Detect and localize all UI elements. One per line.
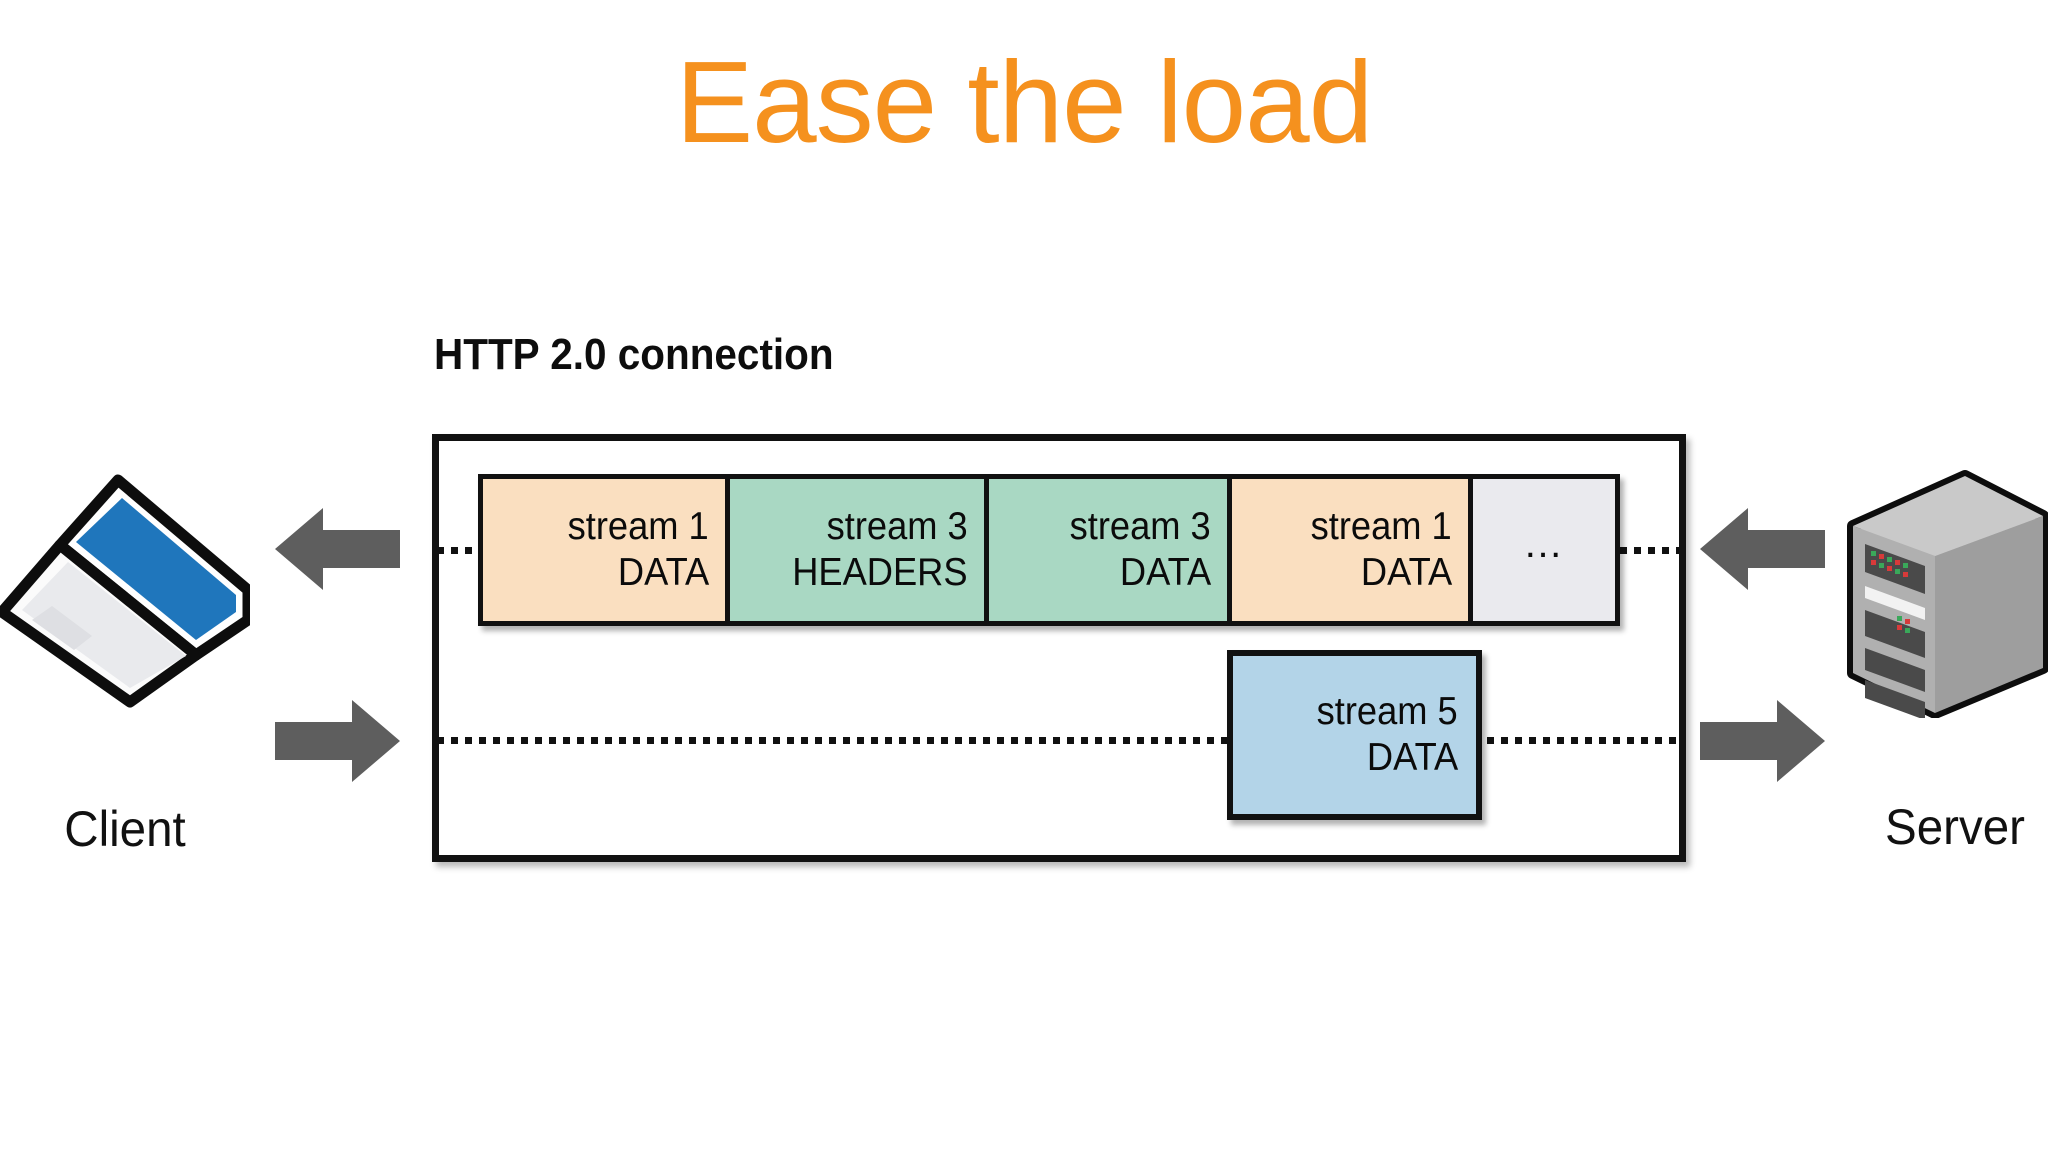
frame-type-label: DATA — [1119, 551, 1211, 594]
laptop-icon — [0, 470, 254, 725]
frame-stream-label: stream 1 — [1310, 504, 1452, 548]
frame-block-stream1-data-2: stream 1 DATA — [1227, 474, 1473, 626]
frame-block-stream5-data: stream 5 DATA — [1227, 650, 1482, 820]
frame-stream-label: stream 3 — [826, 504, 968, 548]
frame-block-stream3-headers: stream 3 HEADERS — [725, 474, 989, 626]
frame-type-label: DATA — [617, 551, 709, 594]
frame-stream-label: stream 1 — [567, 504, 709, 548]
frame-stream-label: stream 3 — [1069, 504, 1211, 548]
frame-type-label: DATA — [1360, 551, 1452, 594]
server-label: Server — [1885, 799, 2025, 855]
frame-block-ellipsis: … — [1468, 474, 1620, 626]
client-label: Client — [64, 801, 186, 857]
downstream-frame-row: stream 1 DATA stream 3 HEADERS stream 3 … — [478, 474, 1620, 626]
server-led-group — [1871, 551, 1910, 633]
frame-block-stream1-data: stream 1 DATA — [478, 474, 730, 626]
server-tower-icon — [1845, 468, 2048, 723]
upstream-channel-line — [437, 737, 1682, 744]
arrow-client-inbound-icon — [275, 508, 400, 595]
frame-stream-label: stream 5 — [1316, 689, 1458, 733]
arrow-server-inbound-icon — [1700, 508, 1825, 595]
frame-block-stream3-data: stream 3 DATA — [984, 474, 1232, 626]
figure-caption: HTTP 2.0 connection — [434, 330, 834, 379]
downstream-channel-right-segment — [1620, 547, 1682, 554]
ellipsis-label: … — [1523, 522, 1565, 566]
arrow-server-outbound-icon — [1700, 700, 1825, 787]
frame-type-label: DATA — [1366, 736, 1458, 779]
arrow-client-outbound-icon — [275, 700, 400, 787]
frame-type-label: HEADERS — [792, 551, 968, 594]
downstream-channel-left-segment — [437, 547, 483, 554]
page-title: Ease the load — [675, 37, 1373, 167]
